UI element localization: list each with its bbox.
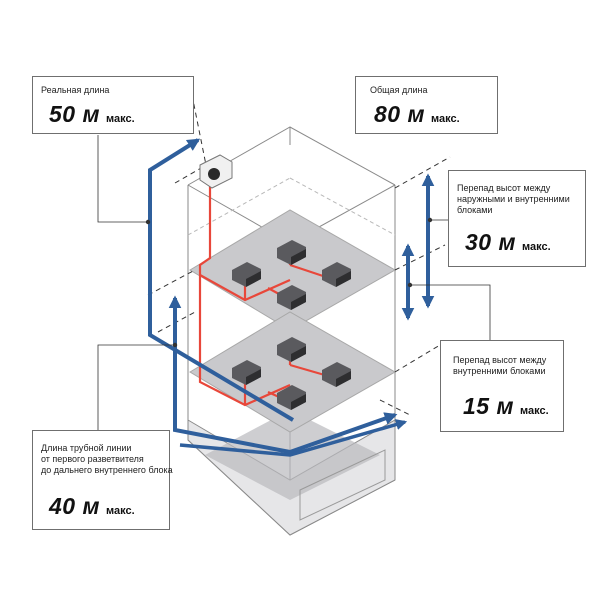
height-outdoor-indoor-unit: макс. (522, 241, 551, 253)
height-outdoor-indoor-value: 30 м (465, 229, 516, 255)
height-indoor-indoor-value: 15 м (463, 393, 514, 419)
pipe-length-branch-label: Длина трубной линии от первого разветвит… (41, 443, 173, 476)
height-indoor-indoor-label-line: Перепад высот между (453, 355, 547, 365)
real-length-value-row: 50 м макс. (49, 101, 135, 128)
indoor-unit-icon (277, 240, 306, 265)
callout-height-outdoor-indoor: Перепад высот между наружными и внутренн… (448, 170, 586, 267)
height-outdoor-indoor-label: Перепад высот между наружными и внутренн… (457, 183, 570, 216)
branch-length-arrow (168, 295, 398, 455)
height-outdoor-indoor-label-line: блоками (457, 205, 493, 215)
real-length-value: 50 м (49, 101, 100, 127)
callout-real-length: Реальная длина 50 м макс. (32, 76, 194, 134)
callout-height-indoor-indoor: Перепад высот между внутренними блоками … (440, 340, 564, 432)
height-outdoor-indoor-value-row: 30 м макс. (465, 229, 551, 256)
total-length-value-row: 80 м макс. (374, 101, 460, 128)
indoor-unit-icon (322, 262, 351, 287)
total-length-label: Общая длина (370, 85, 428, 95)
pipe-length-branch-label-line: Длина трубной линии (41, 443, 132, 453)
total-length-unit: макс. (431, 113, 460, 125)
height-indoor-indoor-unit: макс. (520, 405, 549, 417)
height-indoor-indoor-label: Перепад высот между внутренними блоками (453, 355, 546, 377)
callout-total-length: Общая длина 80 м макс. (355, 76, 498, 134)
height-outdoor-indoor-label-line: наружными и внутренними (457, 194, 570, 204)
pipe-length-branch-label-line: до дальнего внутреннего блока (41, 465, 173, 475)
outdoor-unit-icon (199, 154, 233, 189)
total-length-arrow (179, 419, 408, 457)
pipe-length-branch-value-row: 40 м макс. (49, 493, 135, 520)
height-indoor-indoor-value-row: 15 м макс. (463, 393, 549, 420)
pipe-length-branch-value: 40 м (49, 493, 100, 519)
pipe-length-branch-label-line: от первого разветвителя (41, 454, 144, 464)
height-indoor-indoor-label-line: внутренними блоками (453, 366, 546, 376)
middle-floor-slab (189, 311, 397, 433)
upper-floor-slab (189, 209, 397, 331)
real-length-label: Реальная длина (41, 85, 110, 95)
callout-pipe-length-branch: Длина трубной линии от первого разветвит… (32, 430, 173, 530)
leader-lines (97, 135, 491, 430)
real-length-unit: макс. (106, 113, 135, 125)
total-length-value: 80 м (374, 101, 425, 127)
pipe-length-branch-unit: макс. (106, 505, 135, 517)
height-outdoor-indoor-label-line: Перепад высот между (457, 183, 551, 193)
indoor-unit-icon (232, 262, 261, 287)
